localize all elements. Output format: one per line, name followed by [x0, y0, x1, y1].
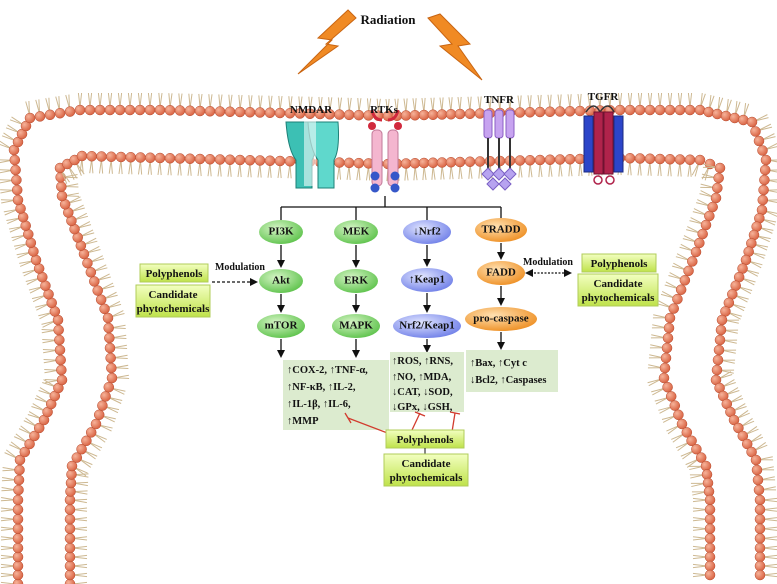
pro-caspase-node — [465, 307, 537, 331]
nrf2-keap1-node-label: Nrf2/Keap1 — [399, 320, 455, 332]
fadd-node-label: FADD — [486, 267, 516, 279]
oxidative-stress-box: ↑ROS, ↑RNS, ↑NO, ↑MDA, ↓CAT, ↓SOD, ↓GPx,… — [390, 352, 464, 413]
cell-membrane — [0, 92, 777, 584]
left-polyphenols-label: Polyphenols — [146, 268, 204, 280]
right-polyphenols-label: Polyphenols — [591, 258, 649, 270]
oxidative-line-4: ↓GPx, ↓GSH, — [392, 402, 453, 413]
oxidative-line-2: ↑NO, ↑MDA, — [392, 372, 452, 383]
akt-node-label: Akt — [272, 275, 290, 287]
tgfr-receptor-icon — [583, 105, 624, 185]
right-candidate-label-1: Candidate — [594, 278, 643, 290]
right-candidate-label-2: phytochemicals — [582, 292, 655, 304]
nrf2-pathway: ↓Nrf2 ↑Keap1 Nrf2/Keap1 — [393, 220, 461, 353]
apoptosis-markers-box: ↑Bax, ↑Cyt c ↓Bcl2, ↑Caspases — [466, 350, 558, 392]
mtor-node-label: mTOR — [265, 320, 299, 332]
tradd-pathway: TRADD FADD pro-caspase — [465, 218, 537, 350]
pi3k-pathway: PI3K Akt mTOR — [257, 220, 305, 358]
keap1-node-label: ↑Keap1 — [409, 274, 445, 286]
tnfr-label: TNFR — [484, 94, 515, 106]
tnfr-receptor-icon — [481, 109, 517, 191]
left-modulation-label: Modulation — [215, 262, 265, 273]
tradd-node-label: TRADD — [481, 224, 520, 236]
mapk-node — [332, 314, 380, 338]
bottom-modulation-group: Polyphenols Candidate phytochemicals — [344, 411, 469, 487]
oxidative-line-3: ↓CAT, ↓SOD, — [392, 387, 453, 398]
oxidative-line-1: ↑ROS, ↑RNS, — [392, 356, 453, 367]
erk-node-label: ERK — [344, 275, 368, 287]
left-candidate-label-1: Candidate — [149, 289, 198, 301]
mek-node-label: MEK — [343, 226, 370, 238]
mek-node — [334, 220, 378, 244]
nrf2-keap1-node — [393, 314, 461, 338]
pro-caspase-node-label: pro-caspase — [473, 313, 529, 325]
nmdar-label: NMDAR — [290, 104, 333, 116]
inflammation-line-3: ↑IL-1β, ↑IL-6, — [287, 399, 351, 410]
apoptosis-line-2: ↓Bcl2, ↑Caspases — [470, 375, 546, 386]
bottom-candidate-label-1: Candidate — [402, 458, 451, 470]
nrf2-node-label: ↓Nrf2 — [413, 226, 441, 238]
fadd-node — [477, 261, 525, 285]
keap1-node — [401, 268, 453, 292]
tgfr-label: TGFR — [588, 91, 620, 103]
left-modulation-group: Polyphenols Candidate phytochemicals Mod… — [135, 262, 265, 318]
right-modulation-label: Modulation — [523, 257, 573, 268]
lightning-bolt-left-icon — [297, 9, 357, 75]
rtks-branch-connector — [280, 196, 502, 220]
radiation-label: Radiation — [361, 12, 417, 27]
inflammation-line-1: ↑COX-2, ↑TNF-α, — [287, 365, 368, 376]
rtks-label: RTKs — [370, 104, 398, 116]
rtks-receptor-icon — [368, 109, 402, 193]
bottom-polyphenols-label: Polyphenols — [397, 434, 455, 446]
left-candidate-label-2: phytochemicals — [137, 303, 210, 315]
inflammation-line-4: ↑MMP — [287, 416, 319, 427]
mek-pathway: MEK ERK MAPK — [332, 220, 380, 358]
inflammation-markers-box: ↑COX-2, ↑TNF-α, ↑NF-κB, ↑IL-2, ↑IL-1β, ↑… — [283, 360, 389, 430]
nmdar-receptor-icon — [285, 120, 339, 189]
apoptosis-line-1: ↑Bax, ↑Cyt c — [470, 358, 527, 369]
inflammation-line-2: ↑NF-κB, ↑IL-2, — [287, 382, 356, 393]
nrf2-node — [403, 220, 451, 244]
mapk-node-label: MAPK — [339, 320, 373, 332]
lightning-bolt-right-icon — [427, 13, 483, 81]
mtor-node — [257, 314, 305, 338]
erk-node — [334, 269, 378, 293]
pi3k-node — [259, 220, 303, 244]
pi3k-node-label: PI3K — [268, 226, 294, 238]
akt-node — [259, 269, 303, 293]
bottom-candidate-label-2: phytochemicals — [390, 472, 463, 484]
tradd-node — [475, 218, 527, 242]
right-modulation-group: Modulation Polyphenols Candidate phytoch… — [523, 253, 659, 307]
